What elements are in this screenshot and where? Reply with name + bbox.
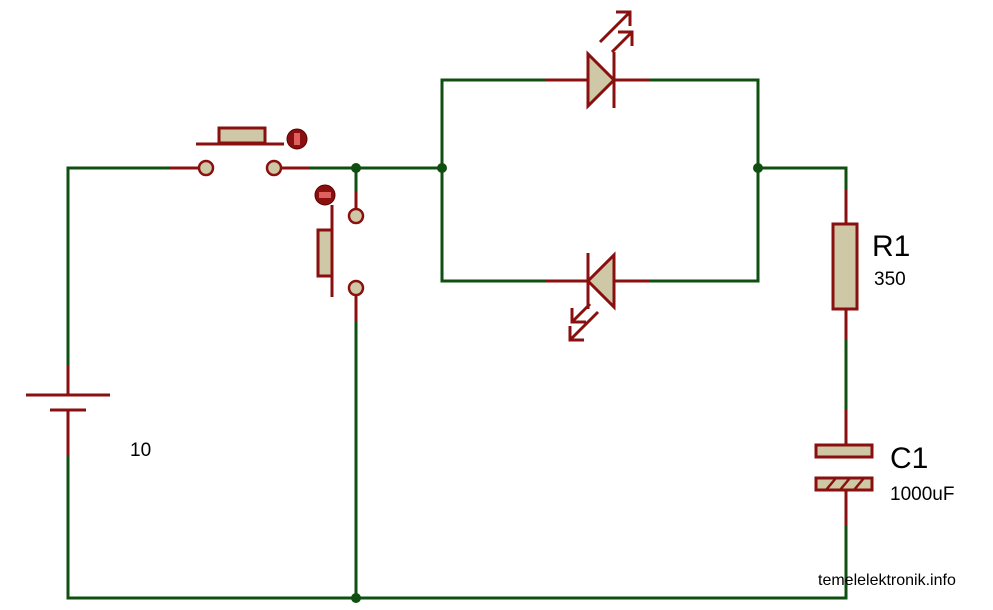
push-button-switch-1[interactable]	[170, 126, 310, 177]
led-bottom-icon	[545, 251, 650, 342]
resistor-ref: R1	[872, 230, 910, 263]
battery-value: 10	[130, 440, 151, 461]
capacitor-c1	[814, 410, 874, 525]
led-top-icon	[545, 10, 650, 110]
resistor-value: 350	[874, 269, 906, 290]
junction-dot	[351, 593, 361, 603]
junction-dot	[437, 163, 447, 173]
capacitor-ref: C1	[890, 442, 928, 475]
junction-dot	[753, 163, 763, 173]
resistor-r1	[831, 190, 859, 340]
push-button-switch-2[interactable]	[314, 184, 365, 322]
wires	[66, 78, 848, 600]
site-credit: temelelektronik.info	[818, 572, 956, 589]
junction-dot	[351, 163, 361, 173]
battery-symbol	[26, 365, 110, 455]
capacitor-value: 1000uF	[890, 484, 954, 505]
junctions	[351, 163, 763, 603]
wire-right-top	[756, 166, 848, 192]
